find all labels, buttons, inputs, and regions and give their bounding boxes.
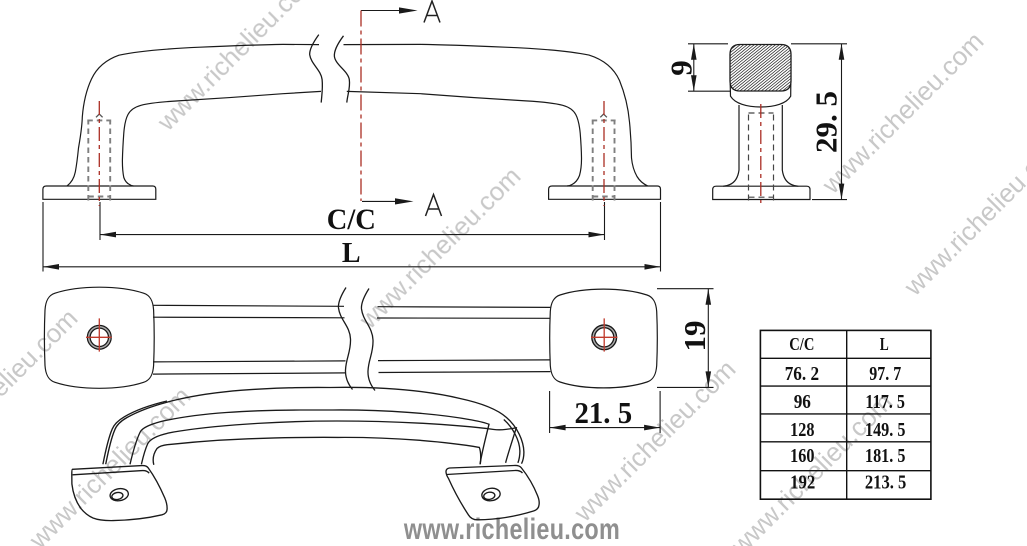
svg-text:www.richelieu.com: www.richelieu.com xyxy=(403,512,620,545)
svg-text:www.richelieu.com: www.richelieu.com xyxy=(352,161,526,335)
svg-text:181. 5: 181. 5 xyxy=(865,444,905,466)
svg-text:www.richelieu.com: www.richelieu.com xyxy=(897,128,1027,302)
svg-text:97. 7: 97. 7 xyxy=(869,362,901,384)
svg-text:192: 192 xyxy=(790,471,815,494)
svg-text:29. 5: 29. 5 xyxy=(809,91,844,153)
svg-text:149. 5: 149. 5 xyxy=(865,418,905,440)
svg-text:21. 5: 21. 5 xyxy=(574,396,632,430)
svg-text:96: 96 xyxy=(794,391,811,414)
svg-text:L: L xyxy=(342,238,361,269)
svg-text:www.richelieu.com: www.richelieu.com xyxy=(567,354,741,528)
svg-text:213. 5: 213. 5 xyxy=(865,471,906,494)
svg-text:9: 9 xyxy=(664,60,699,76)
svg-text:19: 19 xyxy=(677,321,712,352)
svg-text:C/C: C/C xyxy=(327,203,376,236)
svg-text:117. 5: 117. 5 xyxy=(865,390,905,412)
svg-text:76. 2: 76. 2 xyxy=(785,363,819,386)
svg-text:L: L xyxy=(880,335,889,354)
svg-text:www.richelieu.com: www.richelieu.com xyxy=(0,303,83,477)
svg-text:128: 128 xyxy=(790,418,814,440)
svg-text:C/C: C/C xyxy=(789,334,814,355)
svg-text:www.richelieu.com: www.richelieu.com xyxy=(150,0,324,137)
svg-text:160: 160 xyxy=(790,444,814,466)
